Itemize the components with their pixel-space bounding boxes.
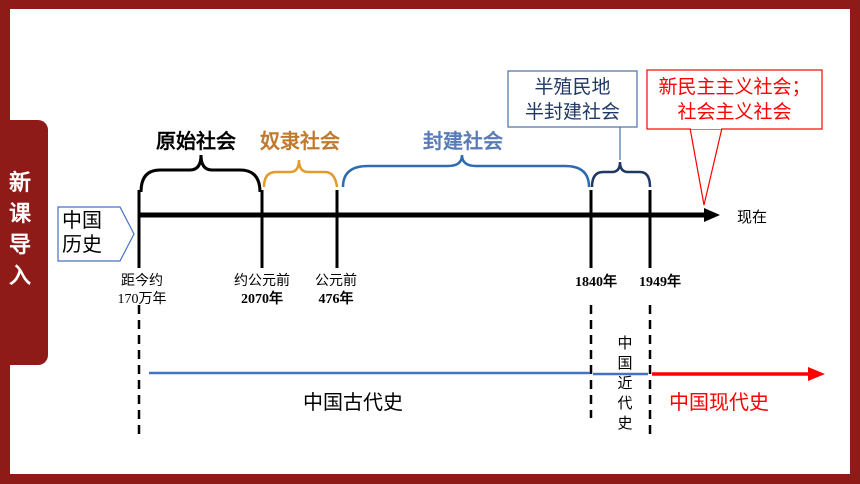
start-label-box bbox=[57, 206, 135, 262]
contemporary-history-arrowhead bbox=[808, 367, 825, 381]
side-tab-char-4: 入 bbox=[8, 264, 31, 289]
top-border bbox=[0, 0, 860, 9]
start-label-line2: 历史 bbox=[62, 232, 102, 256]
date-label-primitive: 距今约 170万年 bbox=[111, 273, 173, 309]
modern-char-2: 国 bbox=[617, 354, 633, 372]
semi-colonial-box bbox=[507, 70, 638, 128]
new-society-box bbox=[646, 69, 823, 130]
date-slave-line1: 约公元前 bbox=[234, 274, 290, 289]
modern-char-3: 近 bbox=[617, 374, 633, 392]
side-tab-char-2: 课 bbox=[8, 202, 31, 227]
brace-primitive bbox=[139, 154, 262, 193]
brace-semi bbox=[590, 161, 652, 188]
period-slave-label: 奴隶社会 bbox=[260, 129, 340, 153]
new-society-line1: 新民主主义社会； bbox=[658, 76, 811, 98]
date-primitive-line2: 170万年 bbox=[117, 292, 167, 307]
main-axis-arrowhead bbox=[704, 208, 720, 222]
date-1840-line1: 1840年 bbox=[575, 275, 617, 290]
brace-slave bbox=[262, 159, 339, 188]
period-feudal-label: 封建社会 bbox=[423, 129, 503, 153]
new-society-callout-pointer bbox=[689, 127, 723, 206]
date-slave-line2: 2070年 bbox=[241, 292, 283, 307]
side-tab-char-1: 新 bbox=[8, 171, 31, 196]
semi-colonial-line1: 半殖民地 bbox=[534, 76, 611, 98]
date-label-slave: 约公元前 2070年 bbox=[226, 273, 298, 309]
date-label-1840: 1840年 bbox=[566, 274, 626, 292]
ancient-history-label: 中国古代史 bbox=[303, 390, 403, 414]
date-label-feudal: 公元前 476年 bbox=[306, 273, 366, 309]
semi-colonial-text: 半殖民地 半封建社会 bbox=[508, 75, 637, 125]
semi-colonial-line2: 半封建社会 bbox=[524, 101, 620, 123]
start-label-line1: 中国 bbox=[62, 208, 102, 232]
modern-char-5: 史 bbox=[617, 414, 633, 432]
end-label: 现在 bbox=[737, 208, 768, 226]
side-tab-char-3: 导 bbox=[8, 233, 31, 258]
modern-char-4: 代 bbox=[617, 394, 633, 412]
modern-history-label: 中 国 近 代 史 bbox=[610, 333, 640, 433]
brace-feudal bbox=[341, 154, 591, 188]
date-feudal-line2: 476年 bbox=[318, 292, 354, 307]
date-feudal-line1: 公元前 bbox=[315, 274, 357, 289]
date-label-1949: 1949年 bbox=[630, 274, 690, 292]
modern-char-1: 中 bbox=[617, 334, 633, 352]
date-primitive-line1: 距今约 bbox=[121, 274, 163, 289]
new-society-line2: 社会主义社会 bbox=[677, 101, 792, 123]
period-primitive-label: 原始社会 bbox=[156, 129, 236, 153]
side-tab bbox=[0, 120, 48, 365]
contemporary-history-label: 中国现代史 bbox=[669, 390, 769, 414]
side-tab-label: 新课导入 bbox=[0, 168, 40, 292]
start-label: 中国 历史 bbox=[62, 208, 102, 256]
date-1949-line1: 1949年 bbox=[639, 275, 681, 290]
new-society-text: 新民主主义社会； 社会主义社会 bbox=[647, 75, 822, 125]
right-border bbox=[850, 0, 860, 484]
bottom-border bbox=[0, 474, 860, 484]
